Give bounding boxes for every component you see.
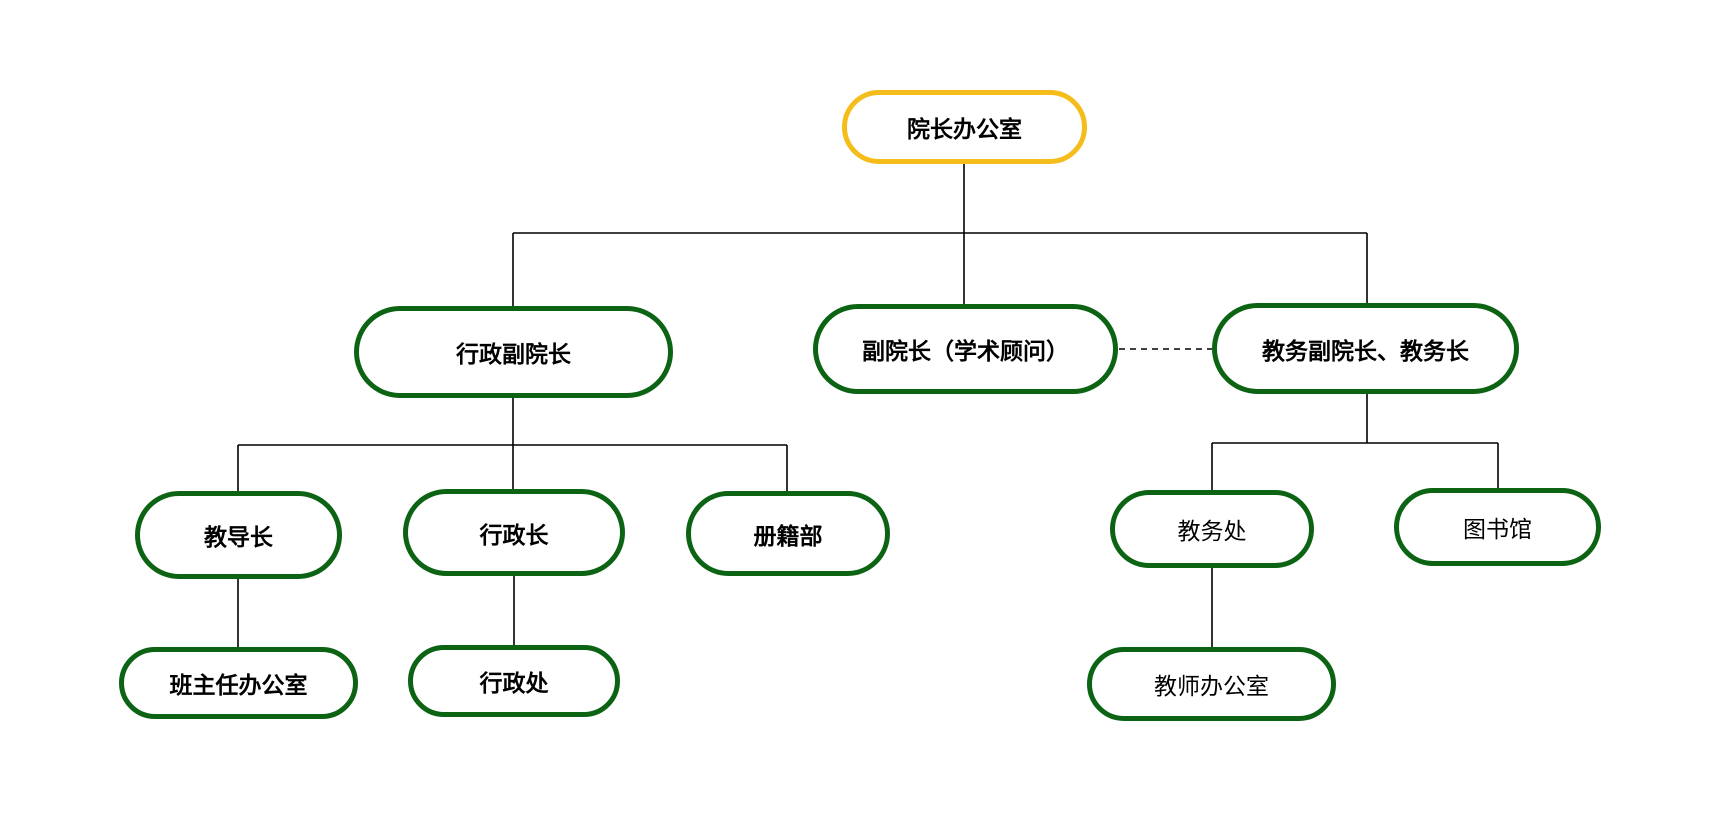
node-admin-office: 行政处 <box>408 645 620 717</box>
node-class-teacher-office: 班主任办公室 <box>119 647 358 719</box>
node-dean-of-guidance: 教导长 <box>135 491 342 579</box>
node-library: 图书馆 <box>1394 488 1601 566</box>
node-teacher-office: 教师办公室 <box>1087 647 1336 721</box>
node-academic-vp: 教务副院长、教务长 <box>1212 303 1519 394</box>
node-admin-vp: 行政副院长 <box>354 306 673 398</box>
node-registry: 册籍部 <box>686 491 890 576</box>
node-admin-chief: 行政长 <box>403 489 625 576</box>
node-root: 院长办公室 <box>842 90 1087 164</box>
node-academic-affairs-office: 教务处 <box>1110 490 1314 568</box>
node-vp-academic-advisor: 副院长（学术顾问） <box>813 304 1118 394</box>
